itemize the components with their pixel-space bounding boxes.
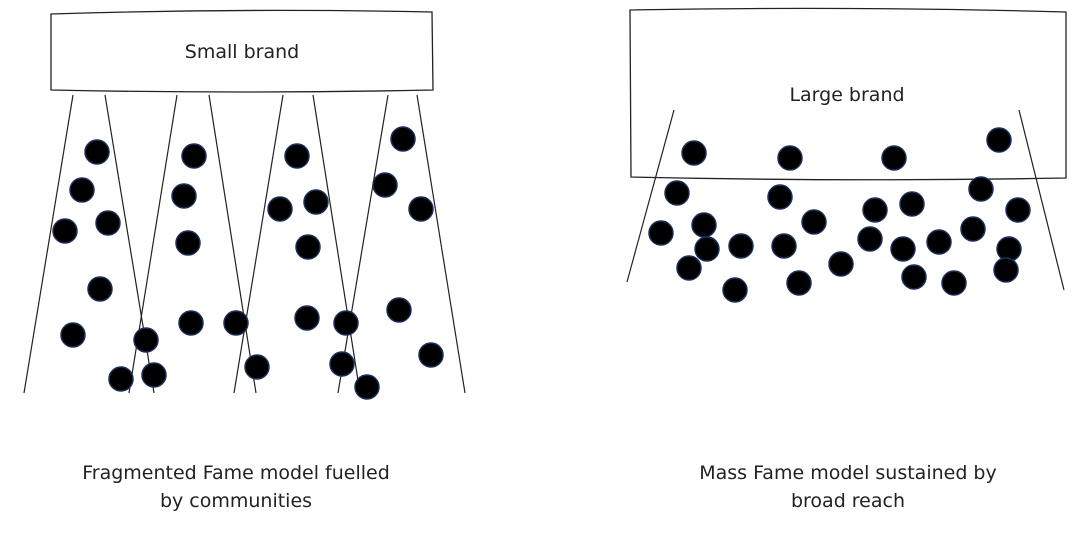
consumer-dot	[69, 177, 95, 203]
broad-reach-edges	[626, 109, 1065, 291]
large-brand-box	[629, 7, 1067, 181]
left-consumer-dots	[52, 126, 444, 400]
consumer-dot	[691, 212, 717, 238]
left-panel: Small brand	[23, 9, 466, 400]
consumer-dot	[354, 374, 380, 400]
consumer-dot	[390, 126, 416, 152]
consumer-dot	[676, 255, 702, 281]
consumer-dot	[60, 322, 86, 348]
consumer-dot	[175, 230, 201, 256]
consumer-dot	[986, 127, 1012, 153]
consumer-dot	[372, 172, 398, 198]
beam-4-left-edge	[337, 94, 389, 394]
consumer-dot	[801, 209, 827, 235]
caption-line: Fragmented Fame model fuelled	[82, 462, 390, 484]
mass-fame-caption: Mass Fame model sustained by broad reach	[648, 459, 1048, 515]
consumer-dot	[767, 184, 793, 210]
consumer-dot	[329, 351, 355, 377]
consumer-dot	[267, 196, 293, 222]
consumer-dot	[95, 210, 121, 236]
consumer-dot	[941, 270, 967, 296]
small-brand-box	[50, 9, 434, 93]
consumer-dot	[857, 226, 883, 252]
fragmented-fame-caption: Fragmented Fame model fuelled by communi…	[36, 459, 436, 515]
consumer-dot	[108, 366, 134, 392]
beam-3-left-edge	[233, 94, 284, 394]
consumer-dot	[386, 297, 412, 323]
consumer-dot	[178, 310, 204, 336]
reach-right-edge	[1018, 109, 1065, 291]
consumer-dot	[881, 145, 907, 171]
consumer-dot	[303, 189, 329, 215]
consumer-dot	[960, 216, 986, 242]
consumer-dot	[786, 270, 812, 296]
small-brand-label: Small brand	[185, 41, 299, 63]
consumer-dot	[968, 176, 994, 202]
beam-2-right-edge	[208, 94, 257, 394]
consumer-dot	[52, 218, 78, 244]
consumer-dot	[648, 220, 674, 246]
consumer-dot	[295, 234, 321, 260]
consumer-dot	[294, 305, 320, 331]
beam-4-right-edge	[416, 94, 466, 394]
consumer-dot	[926, 229, 952, 255]
consumer-dot	[901, 264, 927, 290]
consumer-dot	[996, 236, 1022, 262]
consumer-dot	[777, 145, 803, 171]
consumer-dot	[284, 143, 310, 169]
consumer-dot	[664, 180, 690, 206]
consumer-dot	[244, 354, 270, 380]
consumer-dot	[171, 183, 197, 209]
caption-line: broad reach	[790, 490, 906, 512]
consumer-dot	[993, 257, 1019, 283]
consumer-dot	[722, 277, 748, 303]
consumer-dot	[890, 236, 916, 262]
consumer-dot	[84, 139, 110, 165]
consumer-dot	[333, 310, 359, 336]
consumer-dot	[862, 197, 888, 223]
large-brand-label: Large brand	[789, 84, 904, 106]
right-panel: Large brand	[626, 7, 1067, 303]
beam-3-right-edge	[312, 94, 361, 394]
consumer-dot	[141, 362, 167, 388]
consumer-dot	[899, 191, 925, 217]
consumer-dot	[418, 342, 444, 368]
reach-left-edge	[626, 109, 675, 283]
consumer-dot	[181, 143, 207, 169]
consumer-dot	[133, 327, 159, 353]
consumer-dot	[728, 233, 754, 259]
consumer-dot	[408, 196, 434, 222]
consumer-dot	[694, 236, 720, 262]
consumer-dot	[87, 276, 113, 302]
consumer-dot	[223, 310, 249, 336]
beam-1-left-edge	[23, 94, 74, 394]
right-consumer-dots	[648, 127, 1031, 303]
consumer-dot	[681, 140, 707, 166]
caption-line: Mass Fame model sustained by	[699, 462, 997, 484]
consumer-dot	[1005, 197, 1031, 223]
caption-line: by communities	[159, 490, 313, 512]
consumer-dot	[771, 233, 797, 259]
consumer-dot	[828, 251, 854, 277]
